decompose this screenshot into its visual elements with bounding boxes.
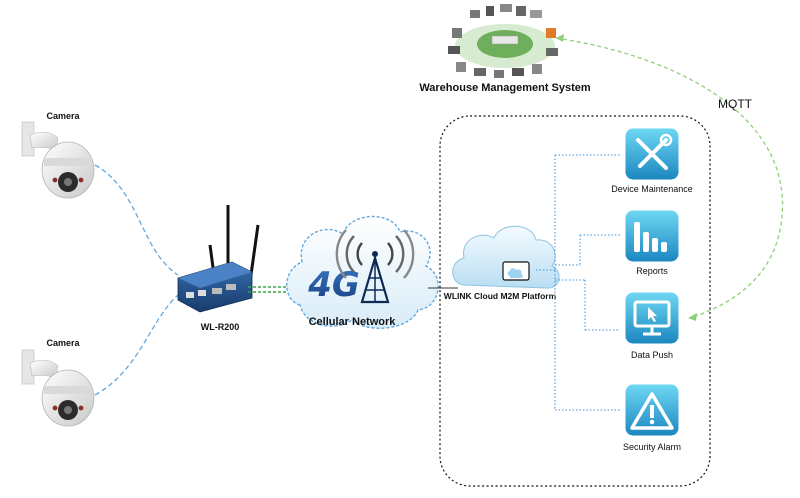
warehouse-label: Warehouse Management System [419,82,591,94]
service-label-device-maintenance: Device Maintenance [611,184,693,194]
router-label: WL-R200 [201,322,240,332]
warehouse-system-illustration [448,4,558,78]
service-connectors [536,154,620,411]
bar-chart-icon [634,222,667,252]
router-illustration [177,205,260,313]
service-tile-device-maintenance [624,127,680,181]
cellular-label: Cellular Network [309,316,397,328]
platform-label: WLINK Cloud M2M Platform [444,291,557,301]
service-tile-reports [624,209,680,263]
camera-1-illustration [21,121,95,199]
mqtt-arrow-top [556,34,564,42]
camera-1-link [94,164,179,276]
platform-boundary [439,115,711,487]
camera-1-label: Camera [46,111,80,121]
service-label-security-alarm: Security Alarm [623,442,681,452]
service-tile-security-alarm [624,383,680,437]
camera-2-illustration [21,349,95,427]
service-label-data-push: Data Push [631,350,673,360]
camera-2-label: Camera [46,338,80,348]
service-label-reports: Reports [636,266,668,276]
camera-2-link [94,294,179,396]
4g-badge: 4G [307,265,360,305]
mqtt-link [555,37,784,319]
monitor-cursor-icon [633,300,671,336]
warning-icon [630,392,674,430]
mqtt-arrow-bottom [688,313,697,321]
cell-tower-icon [335,229,415,304]
mqtt-label: MQTT [718,97,753,111]
wlink-cloud-icon [452,225,560,289]
service-tile-data-push [624,291,680,345]
